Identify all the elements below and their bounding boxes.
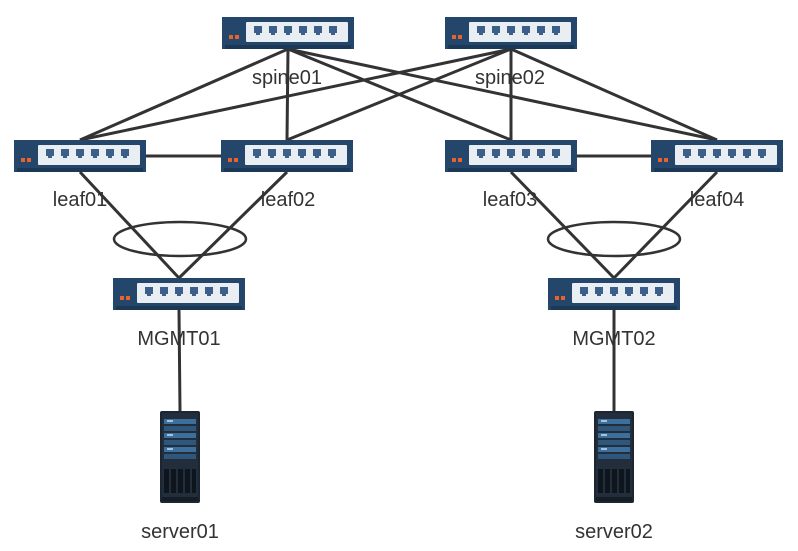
server02-label: server02 [575, 521, 653, 543]
server01-label: server01 [141, 521, 219, 543]
link-leaf04-mgmt02 [612, 170, 719, 280]
link-spine02-leaf01 [79, 47, 512, 142]
leaf04-label: leaf04 [690, 189, 745, 211]
leaf02-switch-icon[interactable] [221, 140, 353, 172]
mgmt02-label: MGMT02 [572, 328, 655, 350]
leaf03-switch-icon[interactable] [445, 140, 577, 172]
link-spine01-leaf02 [285, 48, 290, 141]
link-spine02-leaf02 [286, 47, 512, 142]
link-leaf01-mgmt01 [78, 170, 181, 280]
link-spine02-leaf04 [510, 47, 718, 142]
link-leaf03-mgmt02 [509, 170, 616, 280]
leaf01-switch-icon[interactable] [14, 140, 146, 172]
spine02-switch-icon[interactable] [445, 17, 577, 49]
spine01-label: spine01 [252, 67, 322, 89]
mgmt01-label: MGMT01 [137, 328, 220, 350]
mgmt01-switch-icon[interactable] [113, 278, 245, 310]
mgmt02-switch-icon[interactable] [548, 278, 680, 310]
leaf01-label: leaf01 [53, 189, 108, 211]
link-spine01-leaf01 [79, 47, 289, 142]
leaf03-label: leaf03 [483, 189, 538, 211]
link-leaf02-mgmt01 [177, 170, 289, 280]
spine01-switch-icon[interactable] [222, 17, 354, 49]
leaf02-label: leaf02 [261, 189, 316, 211]
server02-server-icon[interactable] [594, 411, 634, 503]
server01-server-icon[interactable] [160, 411, 200, 503]
links-layer [78, 47, 719, 412]
lag-group-mgmt02 [546, 220, 682, 258]
lag-group-mgmt01 [112, 220, 248, 258]
spine02-label: spine02 [475, 67, 545, 89]
link-mgmt01-server01 [177, 309, 182, 412]
link-spine01-leaf04 [287, 47, 718, 142]
leaf04-switch-icon[interactable] [651, 140, 783, 172]
